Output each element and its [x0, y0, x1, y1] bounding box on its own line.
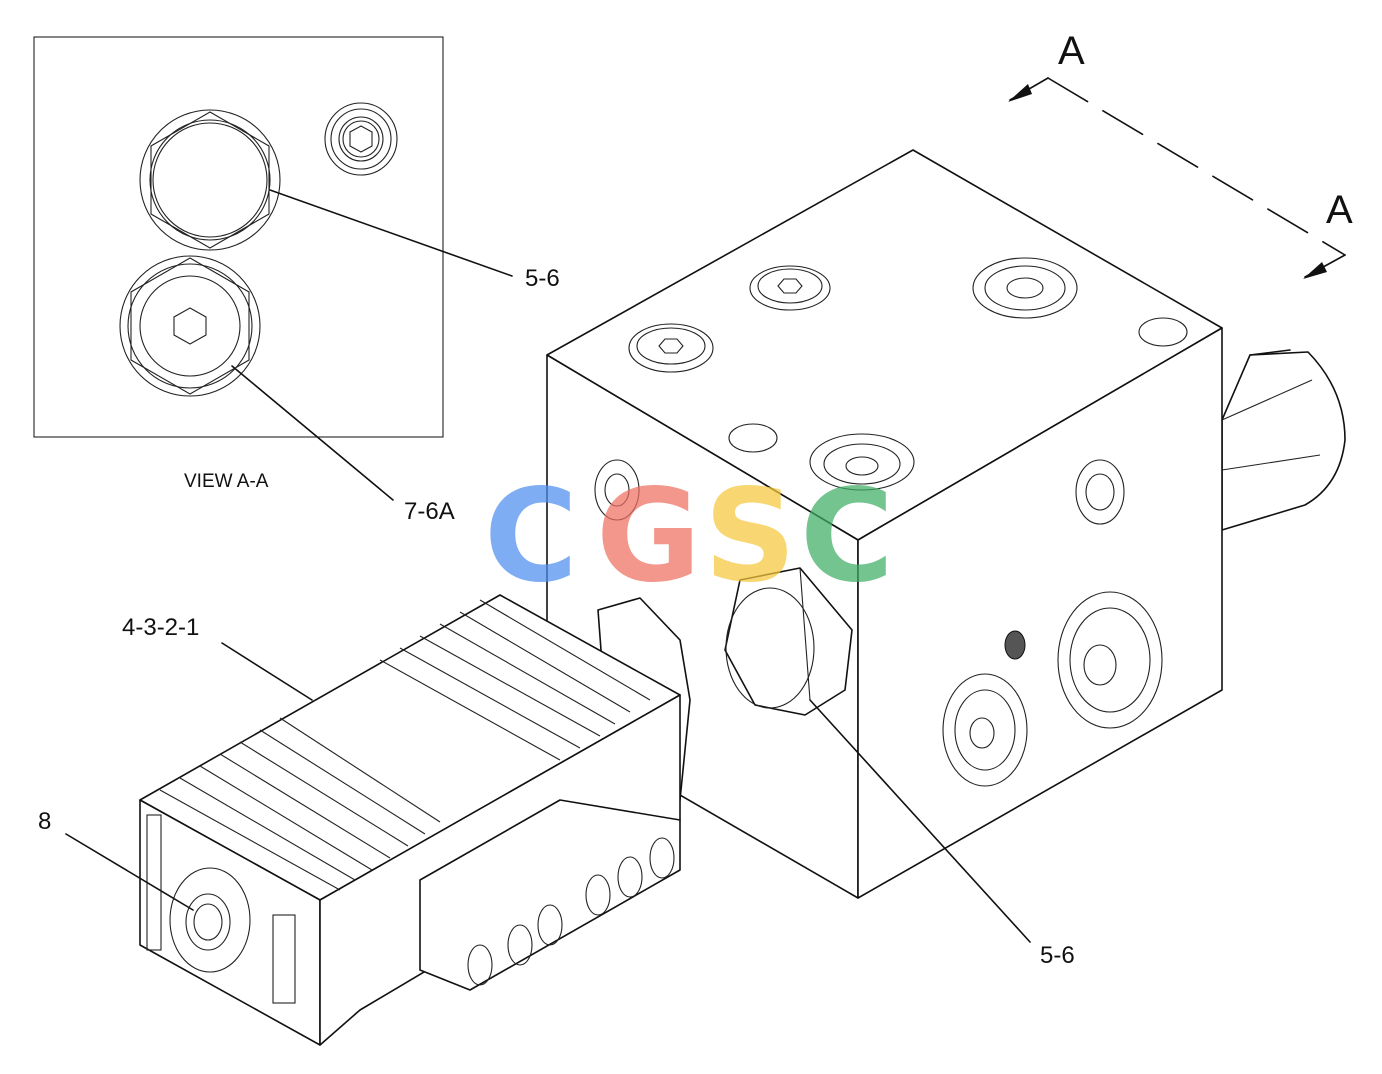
leader-inset-lower — [231, 365, 394, 501]
leader-plug — [809, 699, 1031, 943]
orifice-icon — [1004, 630, 1026, 660]
callout-plug: 5-6 — [1040, 942, 1075, 969]
block-right-face — [857, 327, 1223, 899]
watermark-letter-1: C — [484, 462, 578, 611]
inset-plug-upper — [139, 109, 281, 251]
watermark-letter-4: C — [800, 462, 894, 611]
coil-slot-right — [272, 914, 296, 1004]
view-label: VIEW A-A — [184, 471, 269, 492]
callout-inset-upper: 5-6 — [525, 265, 560, 292]
top-port-2 — [749, 265, 831, 311]
electrical-connector — [419, 799, 681, 991]
callout-inset-lower: 7-6A — [404, 498, 455, 525]
solenoid-assembly — [139, 594, 691, 1046]
top-port-4 — [1138, 317, 1188, 347]
leader-lines — [65, 189, 1031, 943]
section-line — [1008, 77, 1346, 279]
view-a-a-inset — [33, 36, 444, 438]
section-arrow-top-icon — [1008, 84, 1032, 102]
top-port-1 — [628, 323, 714, 373]
inset-plug-lower — [119, 255, 261, 397]
valve-cartridge — [1221, 349, 1346, 531]
leader-connector — [65, 833, 194, 911]
coil-terminal-nut — [169, 867, 251, 973]
right-face-port-small — [1075, 459, 1125, 525]
watermark-letter-2: G — [596, 462, 701, 611]
inset-small-plug — [324, 102, 398, 176]
block-hex-plug — [724, 567, 853, 716]
watermark-letter-3: S — [704, 462, 796, 611]
section-mark-top: A — [1058, 29, 1085, 73]
coil-fins — [159, 599, 651, 891]
top-port-3 — [972, 257, 1078, 319]
section-mark-bottom: A — [1326, 188, 1353, 232]
right-face-port-large — [1057, 591, 1163, 729]
top-port-6 — [809, 433, 915, 491]
right-face-port-lower — [942, 673, 1028, 787]
inset-frame — [33, 36, 444, 438]
watermark: C G S C — [484, 462, 894, 611]
top-port-5 — [728, 423, 778, 453]
leader-inset-upper — [269, 189, 513, 277]
callout-connector: 8 — [38, 808, 51, 835]
valve-block — [546, 149, 1346, 899]
leader-solenoid — [221, 642, 313, 701]
callout-solenoid: 4-3-2-1 — [122, 614, 199, 641]
section-arrow-bottom-icon — [1303, 262, 1327, 279]
left-face-port — [594, 459, 640, 521]
